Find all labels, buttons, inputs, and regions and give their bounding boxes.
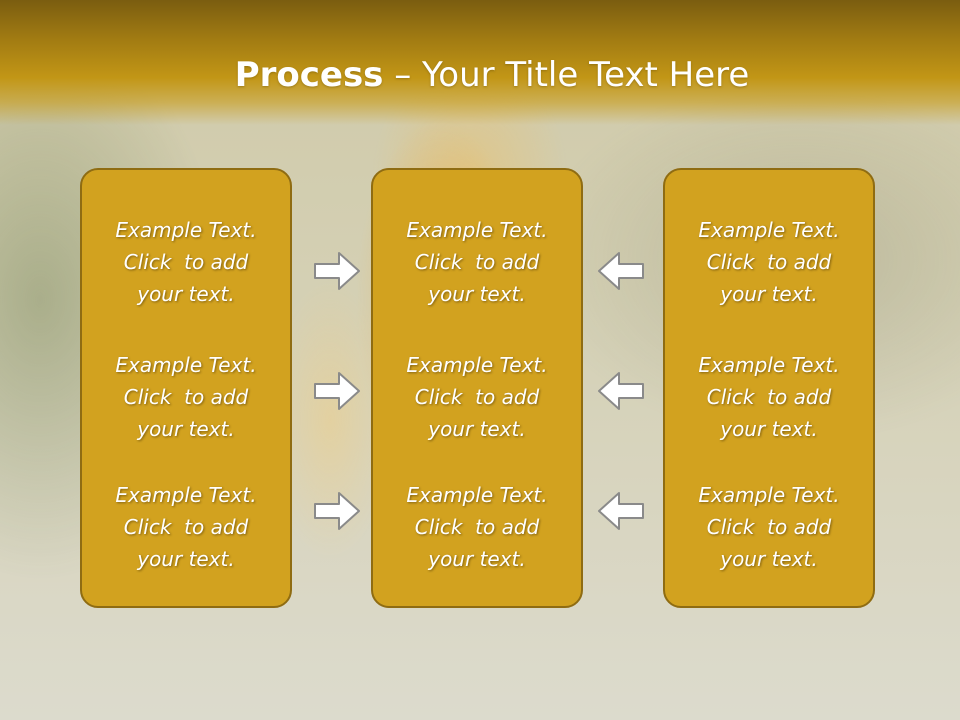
text-line: your text. — [428, 547, 526, 571]
right-process-box[interactable]: Example Text. Click to add your text. Ex… — [663, 168, 875, 608]
center-process-box[interactable]: Example Text. Click to add your text. Ex… — [371, 168, 583, 608]
text-line: Click to add — [414, 385, 540, 409]
arrow-left-icon[interactable] — [597, 490, 645, 532]
text-line: your text. — [428, 282, 526, 306]
text-line: Click to add — [706, 385, 832, 409]
text-line: Example Text. — [115, 218, 257, 242]
text-line: Example Text. — [406, 353, 548, 377]
text-placeholder[interactable]: Example Text. Click to add your text. — [82, 349, 290, 445]
arrow-left-icon[interactable] — [597, 370, 645, 412]
arrow-left-icon[interactable] — [597, 250, 645, 292]
text-line: Click to add — [414, 250, 540, 274]
slide-title[interactable]: Process – Your Title Text Here — [0, 52, 960, 98]
text-line: your text. — [137, 547, 235, 571]
text-line: your text. — [137, 417, 235, 441]
arrow-right-icon[interactable] — [313, 370, 361, 412]
text-placeholder[interactable]: Example Text. Click to add your text. — [665, 214, 873, 310]
text-placeholder[interactable]: Example Text. Click to add your text. — [373, 479, 581, 575]
text-line: Example Text. — [406, 483, 548, 507]
arrow-right-icon[interactable] — [313, 490, 361, 532]
title-banner — [0, 0, 960, 125]
text-line: Click to add — [123, 385, 249, 409]
text-line: your text. — [720, 417, 818, 441]
text-line: Click to add — [706, 250, 832, 274]
text-line: your text. — [428, 417, 526, 441]
text-line: Click to add — [123, 515, 249, 539]
text-line: your text. — [137, 282, 235, 306]
text-line: Example Text. — [115, 483, 257, 507]
title-strong-text: Process — [234, 55, 384, 95]
title-rest-text: – Your Title Text Here — [383, 55, 750, 95]
text-line: your text. — [720, 547, 818, 571]
text-placeholder[interactable]: Example Text. Click to add your text. — [82, 479, 290, 575]
text-line: Example Text. — [115, 353, 257, 377]
text-placeholder[interactable]: Example Text. Click to add your text. — [373, 349, 581, 445]
text-placeholder[interactable]: Example Text. Click to add your text. — [665, 479, 873, 575]
text-line: Click to add — [123, 250, 249, 274]
text-line: Click to add — [706, 515, 832, 539]
text-line: Click to add — [414, 515, 540, 539]
text-line: Example Text. — [698, 483, 840, 507]
text-line: Example Text. — [698, 353, 840, 377]
text-placeholder[interactable]: Example Text. Click to add your text. — [665, 349, 873, 445]
text-placeholder[interactable]: Example Text. Click to add your text. — [373, 214, 581, 310]
left-process-box[interactable]: Example Text. Click to add your text. Ex… — [80, 168, 292, 608]
arrow-right-icon[interactable] — [313, 250, 361, 292]
text-line: Example Text. — [406, 218, 548, 242]
text-line: Example Text. — [698, 218, 840, 242]
text-placeholder[interactable]: Example Text. Click to add your text. — [82, 214, 290, 310]
text-line: your text. — [720, 282, 818, 306]
